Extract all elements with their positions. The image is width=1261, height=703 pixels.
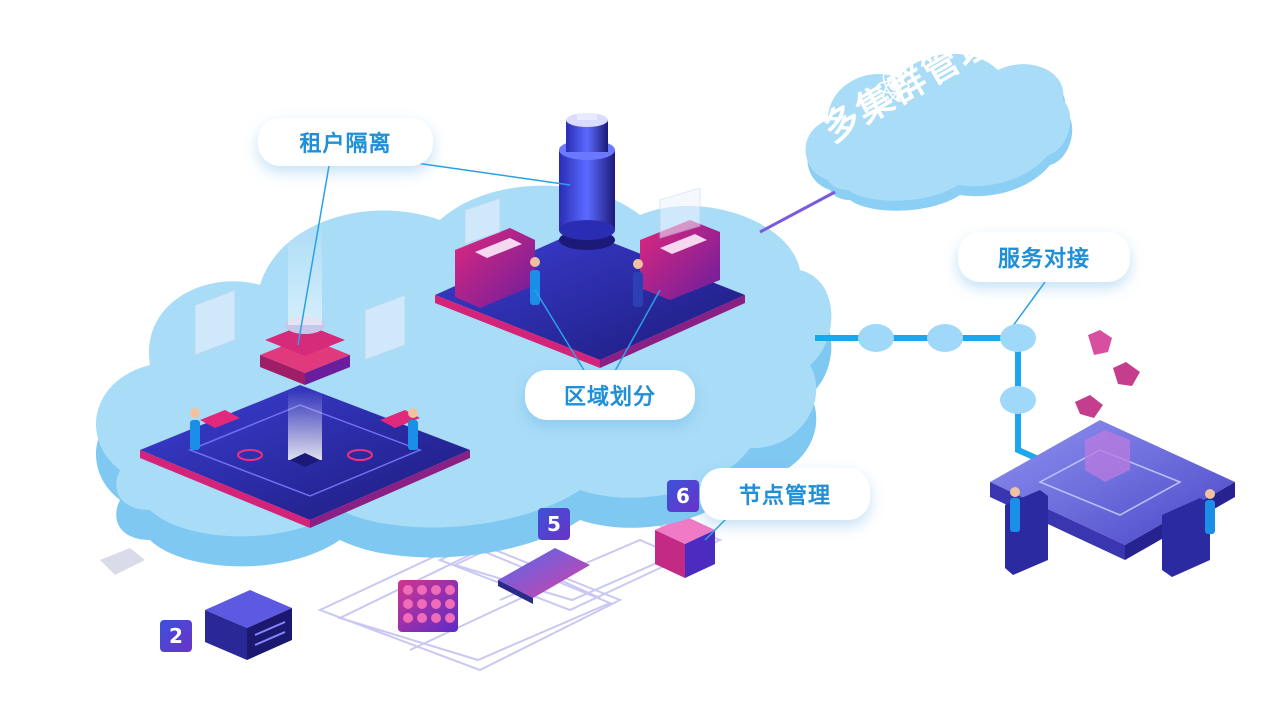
tenant-platform — [140, 215, 470, 528]
region-division-text: 区域划分 — [563, 385, 656, 410]
cluster-connector — [759, 190, 836, 234]
badge-5: 5 — [538, 508, 570, 540]
cluster-cloud — [805, 53, 1073, 211]
node-cube — [655, 516, 715, 578]
region-workers — [530, 257, 643, 307]
region-platform — [435, 60, 745, 368]
node-management-text: 节点管理 — [738, 484, 831, 509]
service-docking-text: 服务对接 — [997, 247, 1090, 272]
label-connectors — [297, 159, 1046, 541]
tenant-workers — [190, 408, 418, 450]
badge-6: 6 — [667, 480, 699, 512]
tenant-isolation-text: 租户隔离 — [299, 132, 392, 157]
service-docking-label: 服务对接 — [958, 232, 1130, 282]
server-rack — [205, 590, 292, 660]
service-platform — [990, 330, 1235, 577]
atom-icon — [876, 72, 910, 102]
cube-grid — [398, 580, 458, 632]
tablet-device — [498, 548, 590, 604]
holo-panels — [194, 187, 701, 361]
node-management-label: 节点管理 — [700, 468, 870, 520]
tenant-isolation-label: 租户隔离 — [258, 118, 433, 166]
service-pipe — [815, 324, 1047, 465]
region-division-label: 区域划分 — [525, 370, 695, 420]
badge-2: 2 — [160, 620, 192, 652]
